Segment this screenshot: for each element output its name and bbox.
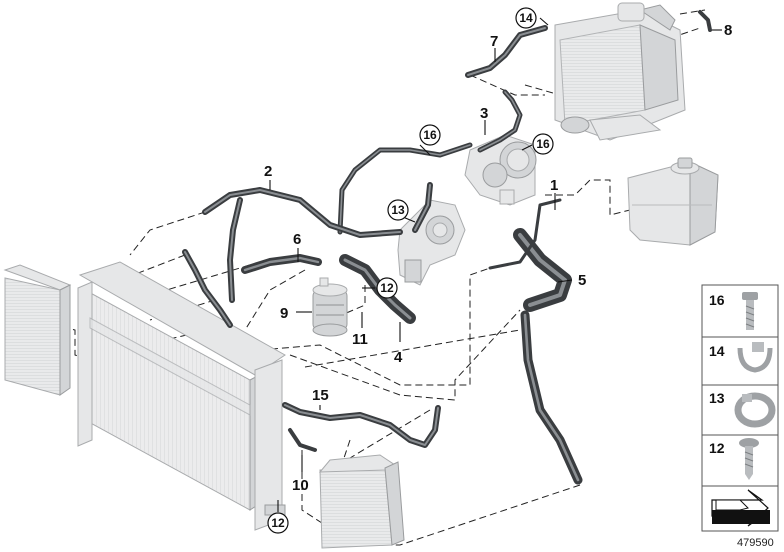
panel-item-12: 12: [709, 438, 759, 480]
circled-callout-16-lower: 16: [532, 133, 554, 155]
svg-text:13: 13: [391, 203, 405, 217]
panel-item-13: 13: [709, 390, 776, 428]
radiator: [77, 261, 286, 531]
callout-4: 4: [394, 349, 403, 366]
callout-9: 9: [280, 305, 288, 322]
circled-callout-12-middle: 12: [376, 277, 398, 299]
svg-text:12: 12: [271, 516, 285, 530]
auxiliary-radiator-bottom: [318, 454, 405, 549]
coolant-valve: [397, 199, 466, 286]
svg-text:16: 16: [423, 128, 437, 142]
reference-number: 479590: [737, 537, 774, 549]
callout-7: 7: [490, 33, 498, 50]
svg-text:14: 14: [519, 11, 533, 25]
hardware-parts-panel: 16 14 13 12: [701, 284, 779, 532]
svg-text:13: 13: [709, 390, 725, 406]
expansion-tank: [627, 157, 719, 246]
svg-text:12: 12: [380, 281, 394, 295]
circled-callout-16-upper: 16: [419, 124, 441, 146]
callout-8: 8: [724, 22, 732, 39]
callout-2: 2: [264, 163, 272, 180]
hose-clamp-icon: [734, 392, 776, 428]
callout-11: 11: [352, 331, 368, 348]
intercooler: [554, 2, 686, 141]
callout-1: 1: [550, 177, 558, 194]
svg-text:16: 16: [536, 137, 550, 151]
arrow-symbol-icon: [711, 489, 770, 527]
panel-item-14: 14: [709, 342, 773, 373]
bolt-icon: [742, 292, 758, 330]
screw-icon: [739, 438, 759, 480]
panel-item-16: 16: [709, 292, 758, 330]
electric-coolant-pump: [312, 277, 348, 337]
svg-text:14: 14: [709, 343, 725, 359]
callout-6: 6: [293, 231, 301, 248]
water-pump-assembly: [464, 134, 537, 206]
clip-icon: [737, 342, 773, 373]
leader-lines: [269, 17, 722, 512]
circled-callout-13: 13: [387, 199, 409, 221]
callout-5: 5: [578, 272, 586, 289]
circled-callout-14: 14: [515, 7, 537, 29]
svg-text:16: 16: [709, 292, 725, 308]
callout-labels: 1 2 3 4 5 6 7 8 9 10 11 15: [264, 22, 732, 494]
svg-text:12: 12: [709, 440, 725, 456]
callout-3: 3: [480, 105, 488, 122]
callout-15: 15: [312, 387, 329, 404]
circled-callout-12-bottom: 12: [267, 512, 289, 534]
circled-callouts: 14 16 16 13 12 12: [267, 7, 554, 534]
auxiliary-radiator-left: [3, 264, 72, 396]
callout-10: 10: [292, 477, 309, 494]
coolant-hoses: [182, 10, 712, 485]
